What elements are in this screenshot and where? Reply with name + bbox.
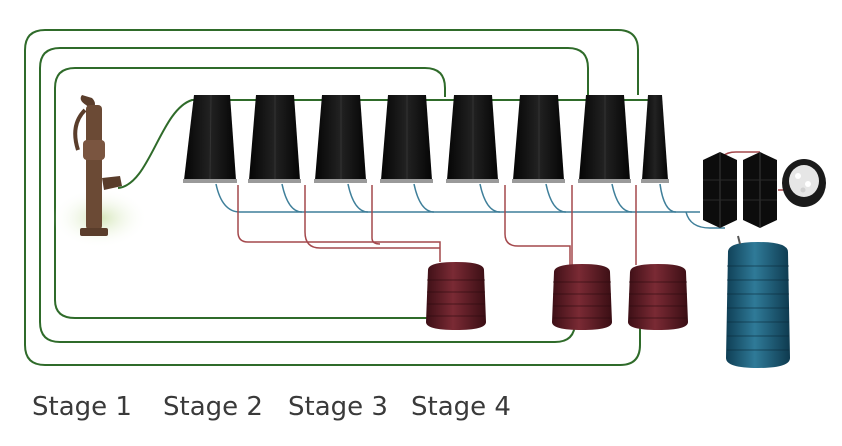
storage-tank-icon [426,262,486,330]
water-treatment-diagram [24,29,826,368]
salt-bowl-icon [782,159,826,207]
solar-still-icon [641,95,669,183]
filter-unit-icon [743,152,777,228]
green-loop-outer [24,29,641,366]
solar-stills [183,94,669,183]
storage-tank-icon [552,264,612,330]
storage-tank-icon [726,235,790,368]
stage-1-label: Stage 1 [32,392,132,422]
stage-2-label: Stage 2 [163,392,263,422]
solar-still-icon [248,95,301,183]
green-return-pipes [24,29,650,366]
storage-tank-icon [628,264,688,330]
solar-still-icon [183,94,237,183]
solar-still-icon [446,95,499,183]
solar-still-icon [512,95,565,183]
filter-unit-icon [703,152,737,228]
solar-still-icon [578,95,631,183]
green-loop-middle [39,47,589,343]
stage-4-label: Stage 4 [411,392,511,422]
solar-still-icon [380,95,433,183]
solar-still-icon [314,95,367,183]
green-loop-inner [54,67,446,319]
hand-pump-icon [52,95,148,248]
stage-3-label: Stage 3 [288,392,388,422]
green-feed-pipe [117,99,650,189]
blue-distillate-pipes [215,183,725,229]
